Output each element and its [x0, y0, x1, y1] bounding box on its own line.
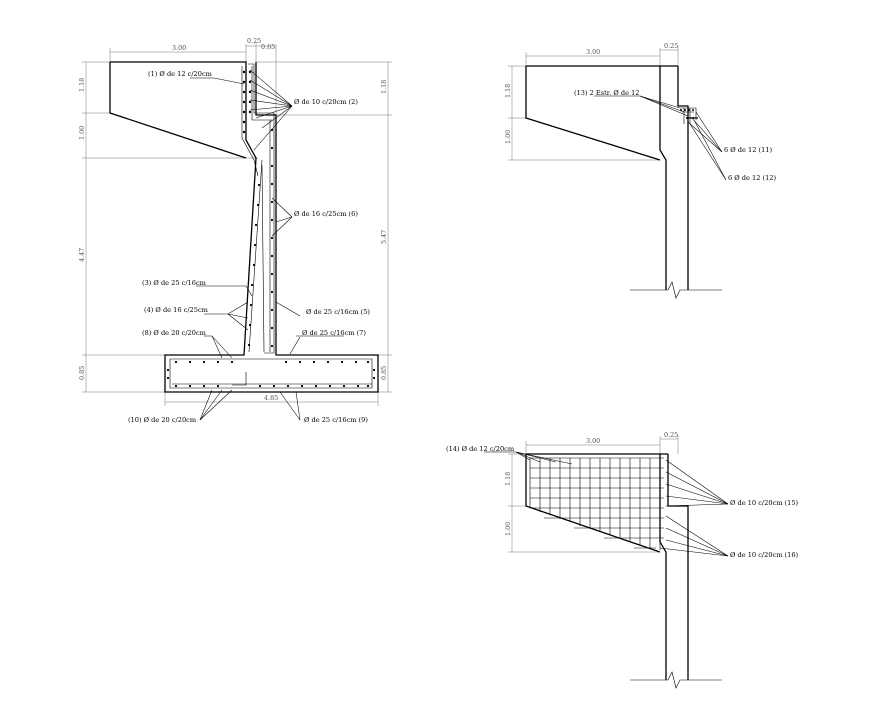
bottom-dim-stem: 0.25 [664, 431, 678, 439]
dim-left-h2: 1.00 [78, 126, 86, 140]
callout-bar-2: Ø de 10 c/20cm (2) [294, 98, 358, 106]
callout-bar-9: Ø de 25 c/16cm (9) [304, 416, 368, 424]
callout-bar-15: Ø de 10 c/20cm (15) [730, 499, 799, 507]
dim-right-h1: 1.18 [380, 80, 388, 94]
dim-top-width: 3.00 [172, 44, 186, 52]
top-reinforcement [680, 107, 697, 124]
dim-base-width: 4.85 [264, 394, 278, 402]
dim-right-h3: 0.85 [380, 366, 388, 380]
main-wall-outline [109, 61, 379, 393]
top-dimension-lines [508, 46, 679, 161]
bottom-dimension-lines [508, 435, 679, 553]
dim-stem-mid: 0.65 [261, 43, 275, 51]
callout-bar-6: Ø de 16 c/25cm (6) [294, 210, 358, 218]
callout-bar-4: (4) Ø de 16 c/25cm [144, 306, 209, 314]
top-break-line [630, 281, 722, 299]
dim-left-h1: 1.18 [78, 78, 86, 92]
callout-bar-12: 6 Ø de 12 (12) [728, 174, 776, 182]
callout-bar-14: (14) Ø de 12 c/20cm [446, 445, 515, 453]
bottom-leaders [484, 451, 729, 557]
top-detail: 3.00 0.25 1.18 1.00 (13) 2 Estr. Ø de 12… [504, 42, 776, 299]
main-leaders [190, 69, 344, 421]
main-reinforcement [169, 66, 373, 389]
bottom-dim-h2: 1.00 [504, 522, 512, 536]
main-dimension-lines [82, 42, 392, 406]
dim-left-h4: 0.85 [78, 366, 86, 380]
bottom-dim-width: 3.00 [586, 437, 600, 445]
callout-bar-3: (3) Ø de 25 c/16cm [142, 279, 207, 287]
top-dim-width: 3.00 [586, 48, 600, 56]
top-dim-h1: 1.18 [504, 84, 512, 98]
callout-bar-10: (10) Ø de 20 c/20cm [128, 416, 197, 424]
callout-bar-16: Ø de 10 c/20cm (16) [730, 551, 799, 559]
bottom-mesh [529, 457, 664, 550]
dim-stem-top: 0.25 [247, 37, 261, 45]
bottom-break-line [630, 671, 722, 689]
bottom-dim-h1: 1.18 [504, 472, 512, 486]
main-bar-dots [166, 70, 376, 388]
dim-right-h2: 5.47 [380, 230, 388, 244]
callout-bar-5: Ø de 25 c/16cm (5) [306, 308, 370, 316]
callout-bar-7: Ø de 25 c/16cm (7) [302, 329, 366, 337]
top-leaders [594, 95, 727, 181]
main-section: 3.00 0.25 0.65 1.18 1.00 4.47 0.85 1.18 … [78, 37, 392, 424]
top-dim-h2: 1.00 [504, 130, 512, 144]
callout-bar-1: (1) Ø de 12 c/20cm [148, 70, 213, 78]
top-dim-stem: 0.25 [664, 42, 678, 50]
main-stem-inner [248, 63, 275, 354]
callout-bar-11: 6 Ø de 12 (11) [724, 146, 772, 154]
top-wall-outline [525, 65, 698, 290]
dim-left-h3: 4.47 [78, 248, 86, 262]
callout-bar-8: (8) Ø de 20 c/20cm [142, 329, 207, 337]
callout-bar-13: (13) 2 Estr. Ø de 12 [574, 89, 640, 97]
bottom-detail: 3.00 0.25 1.18 1.00 (14) Ø de 12 c/20cm … [446, 431, 799, 689]
